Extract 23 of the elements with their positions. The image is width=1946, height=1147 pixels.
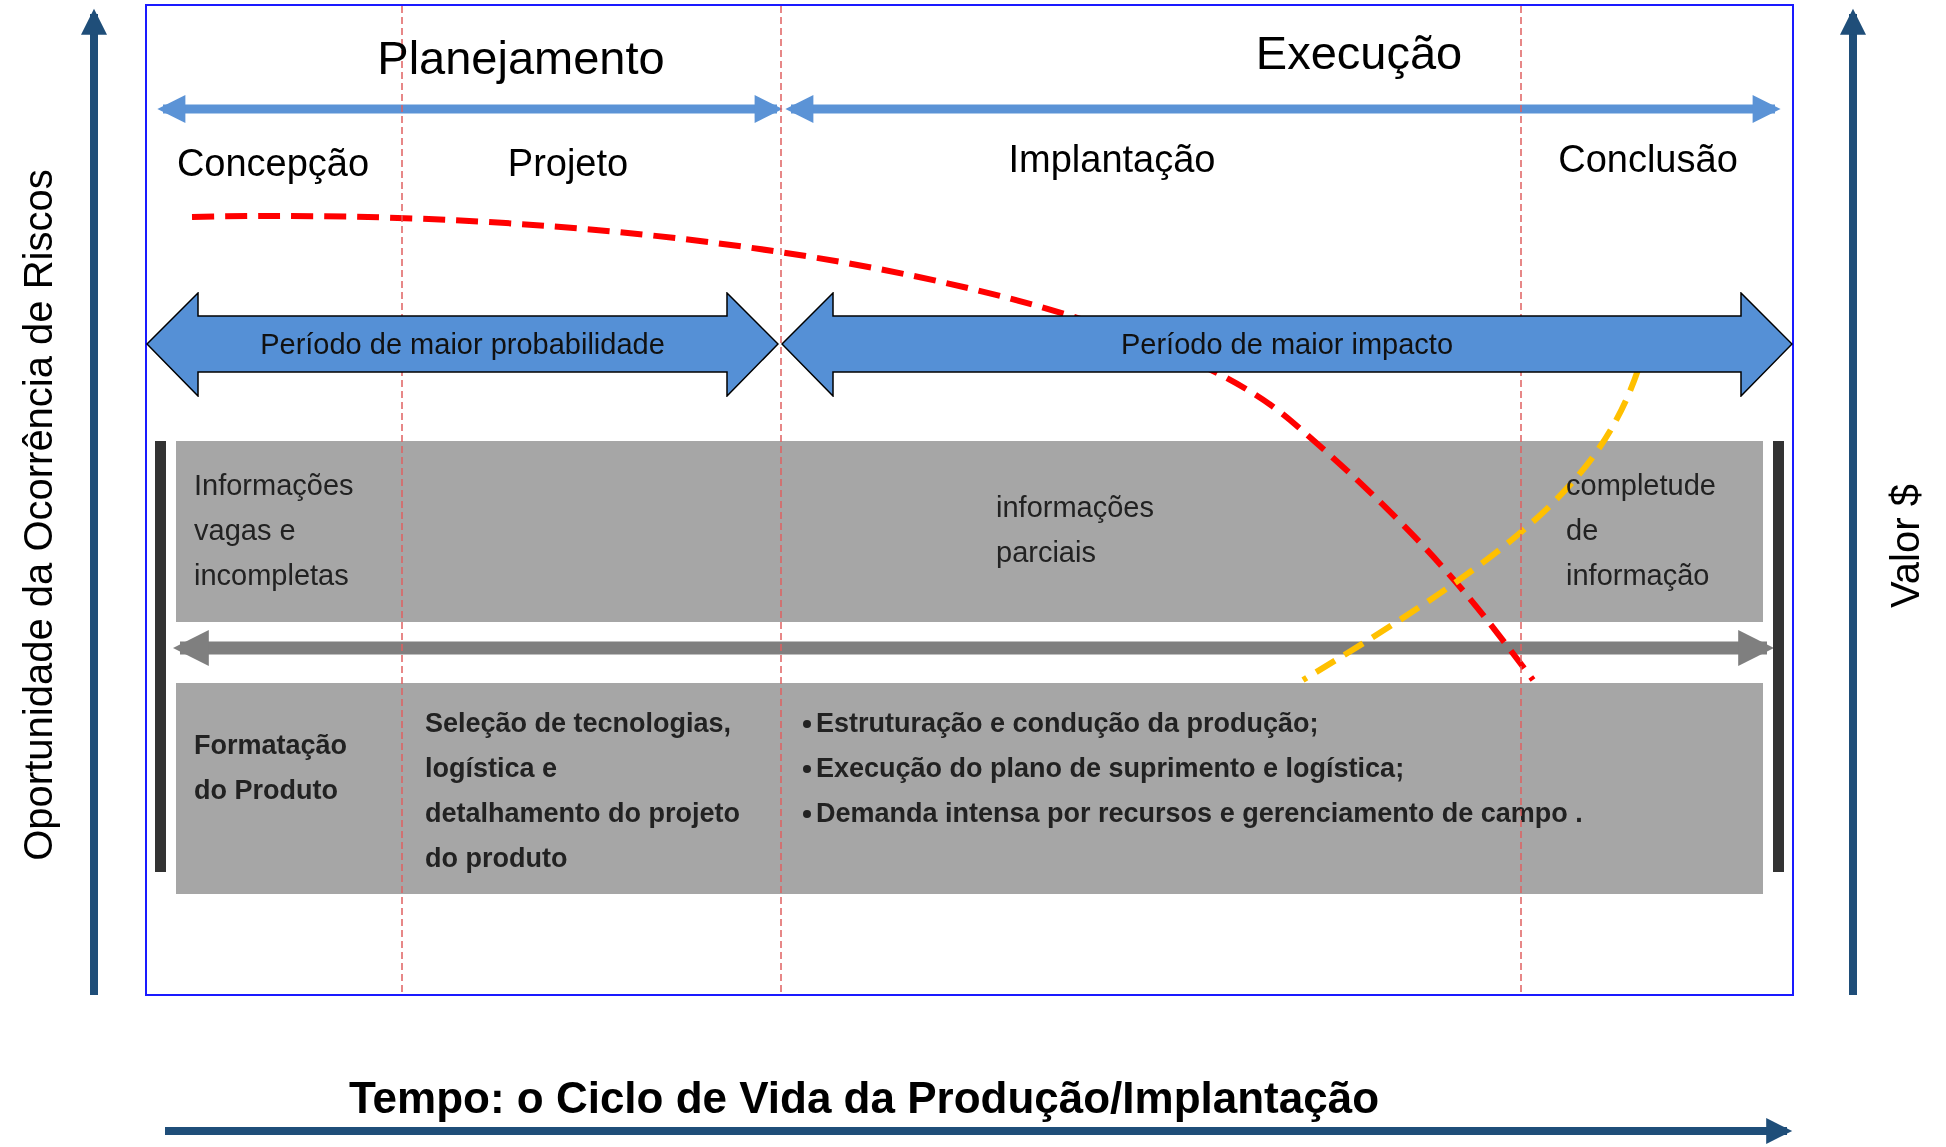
phase-label: Projeto <box>507 143 629 185</box>
axis-label: Tempo: o Ciclo de Vida da Produção/Implantação <box>348 1073 1380 1123</box>
band-text: Informações vagas e incompletas <box>194 468 355 593</box>
band-text: informações parciais <box>996 490 1155 570</box>
phase-label: Conclusão <box>1558 139 1738 181</box>
band-text: Seleção de tecnologias, logística e detalhamento do projeto do produto <box>425 707 740 875</box>
info-band <box>176 441 1763 622</box>
axis-label: Oportunidade da Ocorrência de Riscos <box>16 169 60 861</box>
band-text: Formatação do Produto <box>194 729 349 807</box>
phase-label: Implantação <box>1008 139 1216 181</box>
bullet-text: Estruturação e condução da produção; <box>816 707 1319 740</box>
period-banner <box>146 292 779 397</box>
info-band <box>176 683 1763 894</box>
axis-label: Valor $ <box>1883 484 1927 608</box>
stage-title: Execução <box>1255 27 1463 79</box>
bullet-text: Execução do plano de suprimento e logística; <box>816 752 1405 785</box>
bullet-text: Demanda intensa por recursos e gerenciamento de campo . <box>816 797 1583 830</box>
band-text: completude de informação <box>1566 468 1717 593</box>
period-banner <box>781 292 1793 397</box>
arrow-label: Período de maior probabilidade <box>259 327 666 362</box>
stage-title: Planejamento <box>377 32 665 84</box>
phase-label: Concepção <box>176 143 370 185</box>
arrow-label: Período de maior impacto <box>1119 327 1455 362</box>
